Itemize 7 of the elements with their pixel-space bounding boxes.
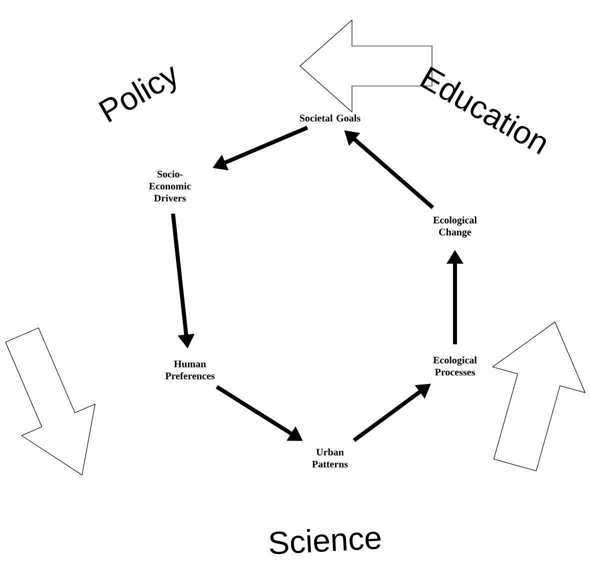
node-text: Ecological Processes bbox=[433, 356, 477, 376]
node-text: Socio-Economic Drivers bbox=[149, 170, 191, 202]
node-text: Human Preferences bbox=[165, 360, 215, 380]
node-text: Ecological Change bbox=[433, 216, 477, 238]
node-text: Societal Goals bbox=[300, 114, 360, 122]
curved-label: Science bbox=[270, 529, 381, 554]
node-text: Urban Patterns bbox=[312, 448, 348, 468]
